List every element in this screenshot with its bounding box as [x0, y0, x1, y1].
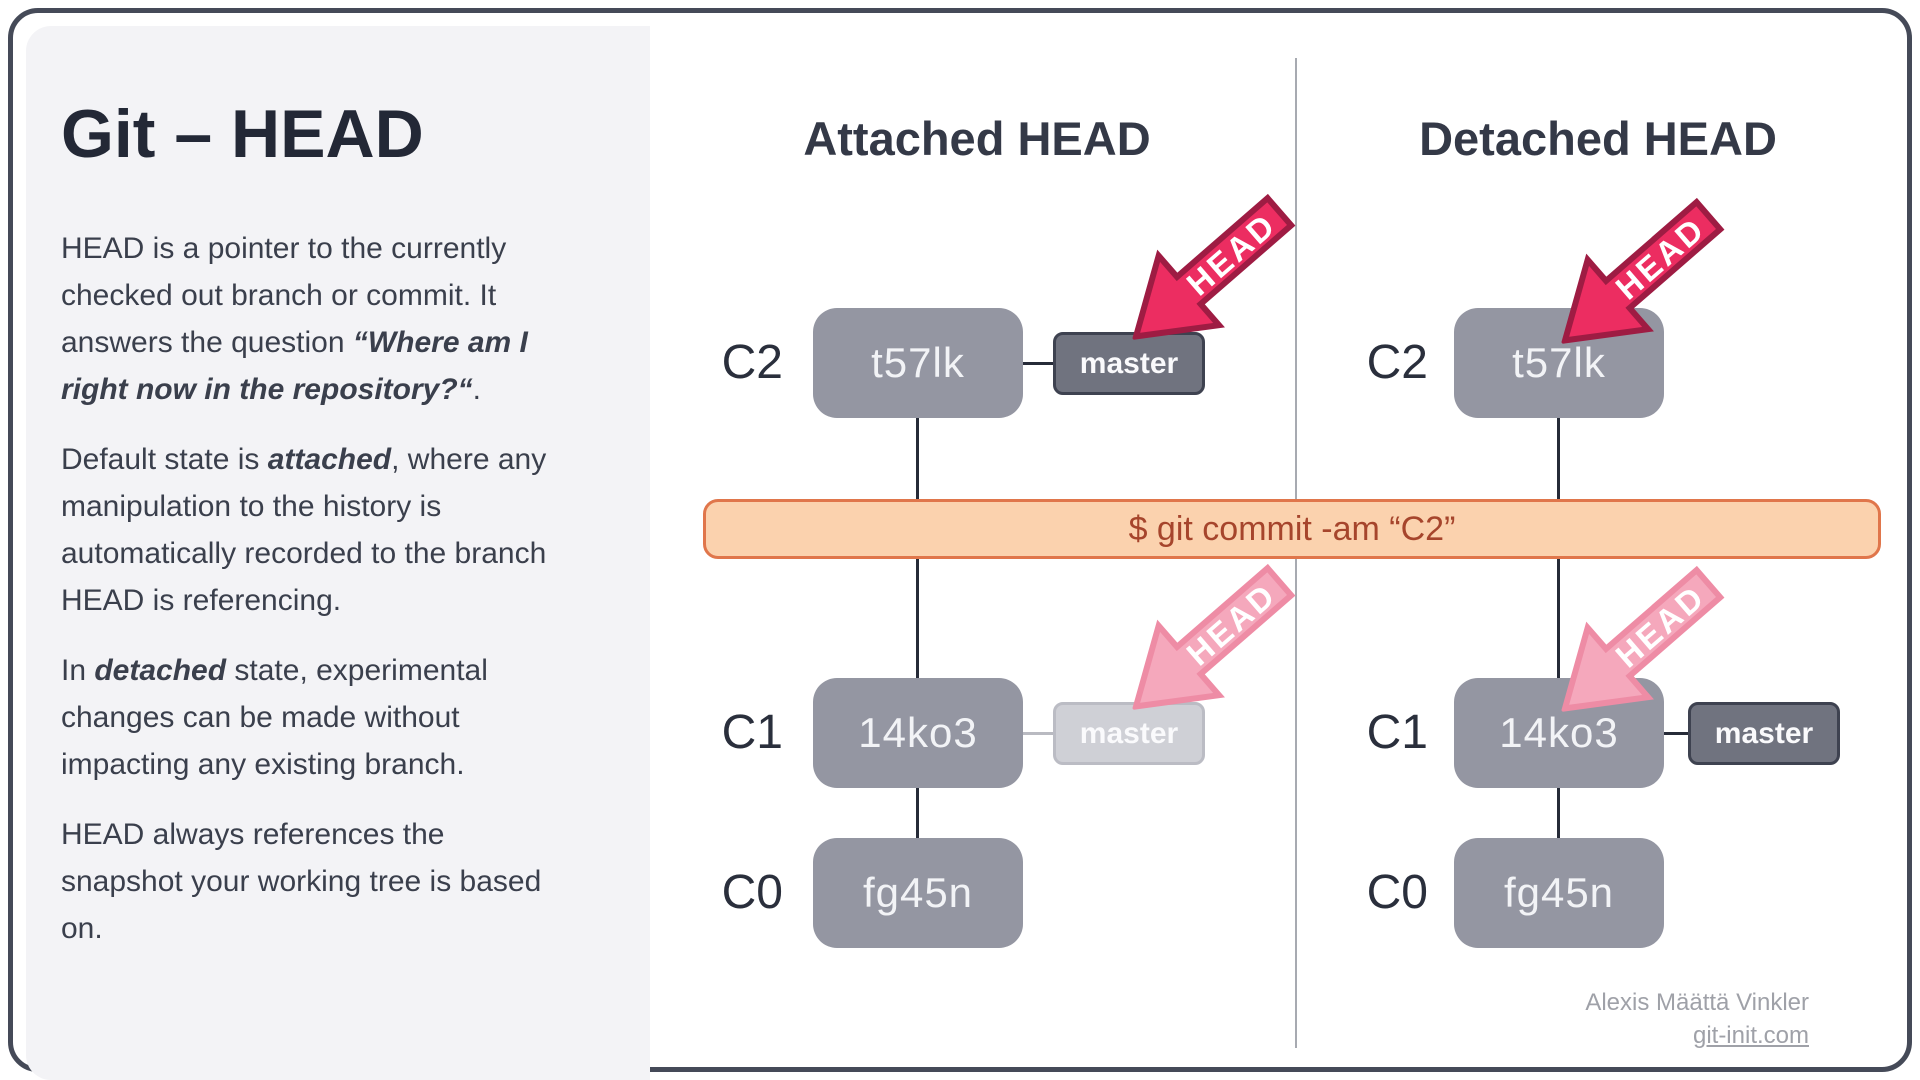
paragraph-4-text: HEAD always references the snapshot your…: [61, 818, 542, 945]
attached-commit-label-c1: C1: [721, 706, 783, 759]
paragraph-1: HEAD is a pointer to the currently check…: [61, 225, 553, 413]
slide-card: Git – HEAD HEAD is a pointer to the curr…: [8, 8, 1912, 1080]
detached-head-title: Detached HEAD: [1419, 112, 1777, 165]
detached-edge-c1-c0: [1557, 788, 1560, 838]
paragraph-3-start: In: [61, 654, 95, 687]
detached-commit-label-c0: C0: [1366, 866, 1428, 919]
paragraph-2-emphasis: attached: [267, 443, 392, 476]
attached-c1-master-connector: [1023, 732, 1053, 735]
description-text: HEAD is a pointer to the currently check…: [61, 225, 553, 975]
attached-edge-c1-c0: [916, 788, 919, 838]
head-arrow-label: HEAD: [1608, 210, 1712, 307]
head-arrow-label: HEAD: [1608, 578, 1712, 675]
head-arrow-label: HEAD: [1179, 206, 1283, 303]
page-title: Git – HEAD: [61, 96, 424, 172]
footer-credit: Alexis Määttä Vinkler git-init.com: [1585, 986, 1809, 1052]
paragraph-3-emphasis: detached: [94, 654, 227, 687]
paragraph-2: Default state is attached, where any man…: [61, 436, 553, 624]
attached-c2-master-connector: [1023, 362, 1053, 365]
attached-master-branch-badge: master: [1053, 332, 1205, 395]
detached-commit-label-c1: C1: [1366, 706, 1428, 759]
head-arrow-icon: HEAD: [1560, 197, 1725, 344]
detached-commit-node-c0: fg45n: [1454, 838, 1664, 948]
paragraph-1-end: .: [472, 373, 482, 406]
head-arrow-icon: HEAD: [1560, 565, 1725, 712]
attached-head-arrow-previous: HEAD: [1099, 539, 1318, 749]
detached-commit-label-c2: C2: [1366, 336, 1428, 389]
git-command-banner: $ git commit -am “C2”: [703, 499, 1881, 559]
detached-master-branch-badge: master: [1688, 702, 1840, 765]
paragraph-1-start: HEAD is a pointer to the currently check…: [61, 232, 507, 359]
attached-head-title: Attached HEAD: [803, 112, 1151, 165]
attached-commit-node-c2: t57lk: [813, 308, 1023, 418]
attached-head-arrow-current: HEAD: [1099, 169, 1318, 379]
attached-commit-node-c0: fg45n: [813, 838, 1023, 948]
head-arrow-label: HEAD: [1179, 576, 1283, 673]
head-arrow-icon: HEAD: [1131, 563, 1296, 710]
paragraph-4: HEAD always references the snapshot your…: [61, 811, 553, 952]
paragraph-3: In detached state, experimental changes …: [61, 647, 553, 788]
paragraph-2-start: Default state is: [61, 443, 268, 476]
left-panel: [26, 26, 650, 1080]
paragraph-2-end: , where any manipulation to the history …: [61, 443, 547, 617]
detached-head-arrow-previous: HEAD: [1528, 541, 1747, 751]
detached-head-arrow-current: HEAD: [1528, 173, 1747, 383]
head-arrow-icon: HEAD: [1131, 193, 1296, 340]
detached-c1-master-connector: [1664, 732, 1688, 735]
attached-commit-node-c1: 14ko3: [813, 678, 1023, 788]
attached-master-branch-badge-previous: master: [1053, 702, 1205, 765]
site-link[interactable]: git-init.com: [1692, 1022, 1809, 1049]
paragraph-3-end: state, experimental changes can be made …: [61, 654, 488, 781]
author-name: Alexis Määttä Vinkler: [1585, 989, 1809, 1016]
attached-commit-label-c0: C0: [721, 866, 783, 919]
paragraph-1-emphasis: “Where am I right now in the repository?…: [61, 326, 528, 406]
attached-commit-label-c2: C2: [721, 336, 783, 389]
